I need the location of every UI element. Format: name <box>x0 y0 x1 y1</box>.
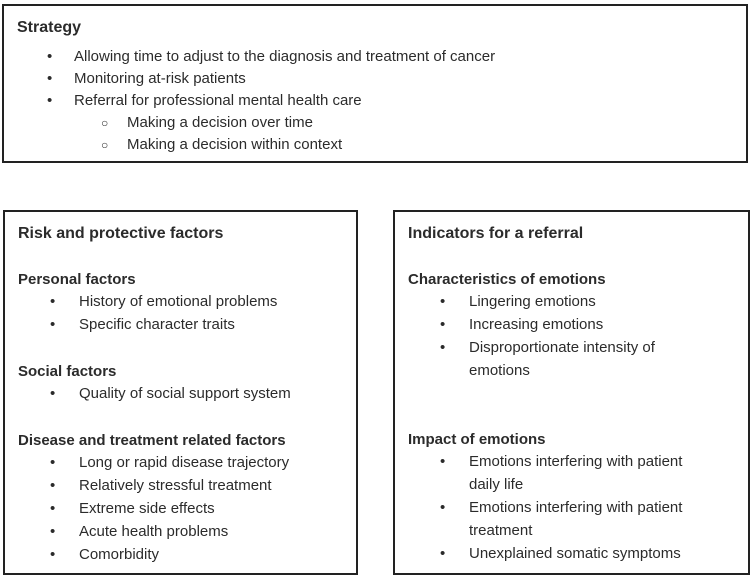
strategy-list: • Allowing time to adjust to the diagnos… <box>4 46 746 156</box>
bullet-icon: • <box>50 477 56 494</box>
bullet-icon: • <box>50 500 56 517</box>
list-item: • Specific character traits <box>5 313 356 336</box>
sub-list-item: ○ Making a decision over time <box>4 112 746 134</box>
list-item: • Relatively stressful treatment <box>5 474 356 497</box>
section-heading: Social factors <box>18 363 117 380</box>
list-item-label: Relatively stressful treatment <box>79 477 272 494</box>
list-item: • Extreme side effects <box>5 497 356 520</box>
list-item: • Increasing emotions <box>395 313 748 336</box>
list-item-label: Emotions interfering with patient treatm… <box>469 499 683 539</box>
list-item: • Long or rapid disease trajectory <box>5 451 356 474</box>
bullet-icon: • <box>47 48 53 65</box>
list-item: • Unexplained somatic symptoms <box>395 542 748 565</box>
list-item-label: Monitoring at-risk patients <box>74 70 246 87</box>
bullet-icon: • <box>440 293 446 310</box>
referral-box-title: Indicators for a referral <box>408 225 584 242</box>
bullet-icon: • <box>50 293 56 310</box>
bullet-icon: • <box>440 499 446 516</box>
bullet-icon: • <box>440 545 446 562</box>
section-heading: Impact of emotions <box>408 431 546 448</box>
list-item-label: Extreme side effects <box>79 500 215 517</box>
bullet-icon: • <box>47 92 53 109</box>
strategy-box-title: Strategy <box>17 19 82 36</box>
list-item: • Emotions interfering with patient trea… <box>395 496 748 542</box>
list-item-label: Long or rapid disease trajectory <box>79 454 290 471</box>
list-item-label: Increasing emotions <box>469 316 604 333</box>
bullet-icon: • <box>440 453 446 470</box>
bullet-icon: • <box>47 70 53 87</box>
bullet-icon: • <box>440 339 446 356</box>
list-item-label: Disproportionate intensity of emotions <box>469 339 655 379</box>
personal-factors-section: Personal factors • History of emotional … <box>5 270 356 336</box>
list-item-label: Specific character traits <box>79 316 235 333</box>
sub-list-item-label: Making a decision within context <box>127 136 343 153</box>
circle-bullet-icon: ○ <box>101 138 109 152</box>
list-item-label: Referral for professional mental health … <box>74 92 362 109</box>
sub-list-item-label: Making a decision over time <box>127 114 313 131</box>
list-item: • Lingering emotions <box>395 290 748 313</box>
list-item-label: Quality of social support system <box>79 385 291 402</box>
bullet-icon: • <box>50 523 56 540</box>
section-heading: Personal factors <box>18 271 136 288</box>
bullet-icon: • <box>440 316 446 333</box>
list-item-label: Unexplained somatic symptoms <box>469 545 681 562</box>
list-item: • Disproportionate intensity of emotions <box>395 336 748 382</box>
list-item: • Allowing time to adjust to the diagnos… <box>4 46 746 68</box>
list-item: • History of emotional problems <box>5 290 356 313</box>
list-item-label: Emotions interfering with patient daily … <box>469 453 683 493</box>
list-item: • Emotions interfering with patient dail… <box>395 450 748 496</box>
circle-bullet-icon: ○ <box>101 116 109 130</box>
list-item: • Quality of social support system <box>5 382 356 405</box>
list-item-label: Acute health problems <box>79 523 229 540</box>
list-item-label: Comorbidity <box>79 546 160 563</box>
disease-treatment-factors-section: Disease and treatment related factors • … <box>5 431 356 566</box>
sub-list-item: ○ Making a decision within context <box>4 134 746 156</box>
list-item-label: History of emotional problems <box>79 293 278 310</box>
list-item: • Referral for professional mental healt… <box>4 90 746 112</box>
bullet-icon: • <box>50 546 56 563</box>
bullet-icon: • <box>50 316 56 333</box>
bullet-icon: • <box>50 385 56 402</box>
list-item-label: Allowing time to adjust to the diagnosis… <box>74 48 496 65</box>
bullet-icon: • <box>50 454 56 471</box>
strategy-box: Strategy • Allowing time to adjust to th… <box>2 4 748 163</box>
characteristics-of-emotions-section: Characteristics of emotions • Lingering … <box>395 270 748 382</box>
indicators-for-referral-box: Indicators for a referral Characteristic… <box>393 210 750 575</box>
list-item: • Comorbidity <box>5 543 356 566</box>
impact-of-emotions-section: Impact of emotions • Emotions interferin… <box>395 430 748 565</box>
section-heading: Characteristics of emotions <box>408 271 606 288</box>
social-factors-section: Social factors • Quality of social suppo… <box>5 362 356 405</box>
risk-and-protective-factors-box: Risk and protective factors Personal fac… <box>3 210 358 575</box>
list-item: • Monitoring at-risk patients <box>4 68 746 90</box>
list-item: • Acute health problems <box>5 520 356 543</box>
section-heading: Disease and treatment related factors <box>18 432 286 449</box>
list-item-label: Lingering emotions <box>469 293 596 310</box>
risk-box-title: Risk and protective factors <box>18 225 224 242</box>
